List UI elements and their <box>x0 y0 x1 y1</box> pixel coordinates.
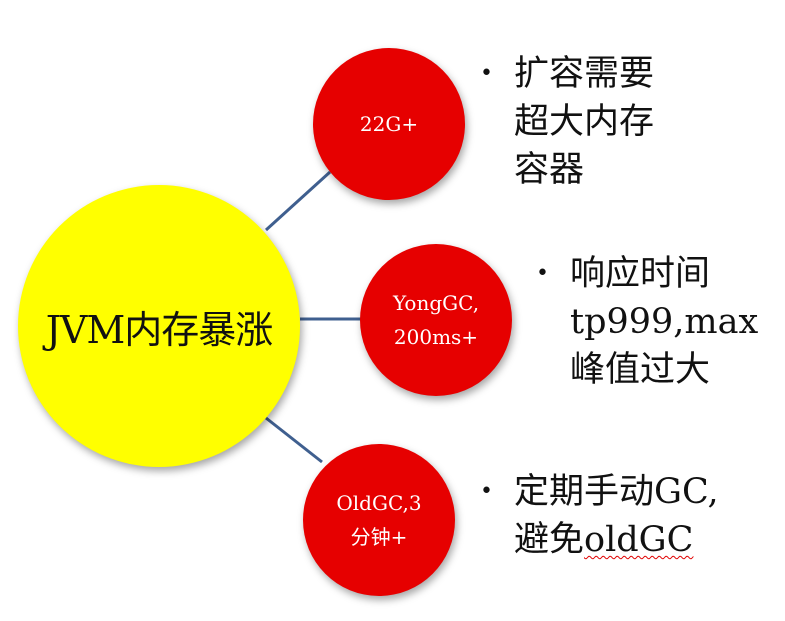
bullet-text-line: 避免 <box>514 520 585 560</box>
node-22g: 22G+ <box>313 48 465 200</box>
center-node-label: JVM内存暴涨 <box>45 307 274 352</box>
bullet-text-continuation: 峰值过大 <box>570 346 770 394</box>
bullet-item: • 定期手动GC, <box>480 468 774 516</box>
spellcheck-underlined-text: oldGC <box>584 520 694 560</box>
node-oldgc-label-line2: 分钟+ <box>350 525 408 549</box>
node-younggc: YongGC, 200ms+ <box>360 244 512 396</box>
bullet-text-continuation: tp999,max <box>570 298 770 346</box>
bullet-text-line: 峰值过大 <box>570 350 711 390</box>
bullet-item: • 响应时间 <box>536 250 770 298</box>
center-node-jvm-memory: JVM内存暴涨 <box>18 185 300 467</box>
node-younggc-label-line1: YongGC, <box>392 291 480 315</box>
connector-top <box>264 170 332 232</box>
bullet-text-line: 容器 <box>514 150 585 190</box>
bullet-text-line: 超大内存 <box>514 102 655 142</box>
node-oldgc-label-line1: OldGC,3 <box>336 491 422 515</box>
bullet-list-latency: • 响应时间 tp999,max 峰值过大 <box>536 250 770 394</box>
bullet-text-continuation: 容器 <box>514 146 714 194</box>
node-oldgc: OldGC,3 分钟+ <box>303 444 455 596</box>
bullet-text-line: tp999,max <box>570 302 759 342</box>
bullet-dot-icon: • <box>480 479 493 504</box>
bullet-dot-icon: • <box>480 61 493 86</box>
bullet-text-line: 定期手动GC, <box>514 472 719 512</box>
bullet-text-continuation: 避免oldGC <box>514 516 774 564</box>
node-younggc-label-line2: 200ms+ <box>393 325 479 349</box>
bullet-text-line: 扩容需要 <box>514 54 655 94</box>
bullet-list-manual-gc: • 定期手动GC, 避免oldGC <box>480 468 774 564</box>
bullet-text-continuation: 超大内存 <box>514 98 714 146</box>
node-22g-label: 22G+ <box>359 112 419 136</box>
bullet-list-capacity: • 扩容需要 超大内存 容器 <box>480 50 714 194</box>
connector-bottom <box>265 416 323 464</box>
bullet-dot-icon: • <box>536 261 549 286</box>
bullet-text-line: 响应时间 <box>570 254 711 294</box>
bullet-item: • 扩容需要 <box>480 50 714 98</box>
